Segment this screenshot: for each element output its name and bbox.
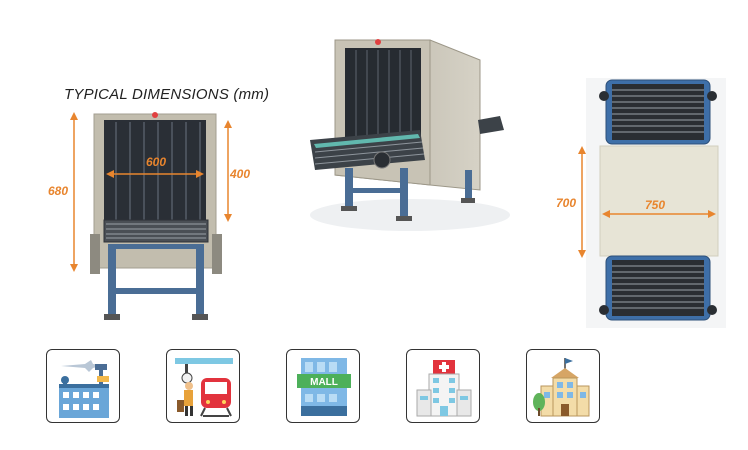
school-tile xyxy=(526,349,600,423)
train-station-tile xyxy=(166,349,240,423)
hospital-tile xyxy=(406,349,480,423)
top-view-diagram xyxy=(550,78,730,328)
top-width-label: 750 xyxy=(645,198,666,212)
front-view-diagram xyxy=(60,108,260,328)
mall-sign-text: MALL xyxy=(310,377,338,388)
school-icon xyxy=(533,358,590,417)
dimensions-heading: TYPICAL DIMENSIONS (mm) xyxy=(64,86,270,103)
mall-icon: MALL xyxy=(297,358,351,416)
train-station-icon xyxy=(175,358,233,417)
top-length-label: 700 xyxy=(556,196,577,210)
airport-icon xyxy=(59,360,109,418)
machine-3d-image xyxy=(300,20,510,240)
hospital-icon xyxy=(416,360,472,417)
mall-tile: MALL xyxy=(286,349,360,423)
front-height-label: 680 xyxy=(48,184,69,198)
airport-tile xyxy=(46,349,120,423)
tunnel-height-label: 400 xyxy=(230,167,251,181)
tunnel-width-label: 600 xyxy=(146,155,167,169)
